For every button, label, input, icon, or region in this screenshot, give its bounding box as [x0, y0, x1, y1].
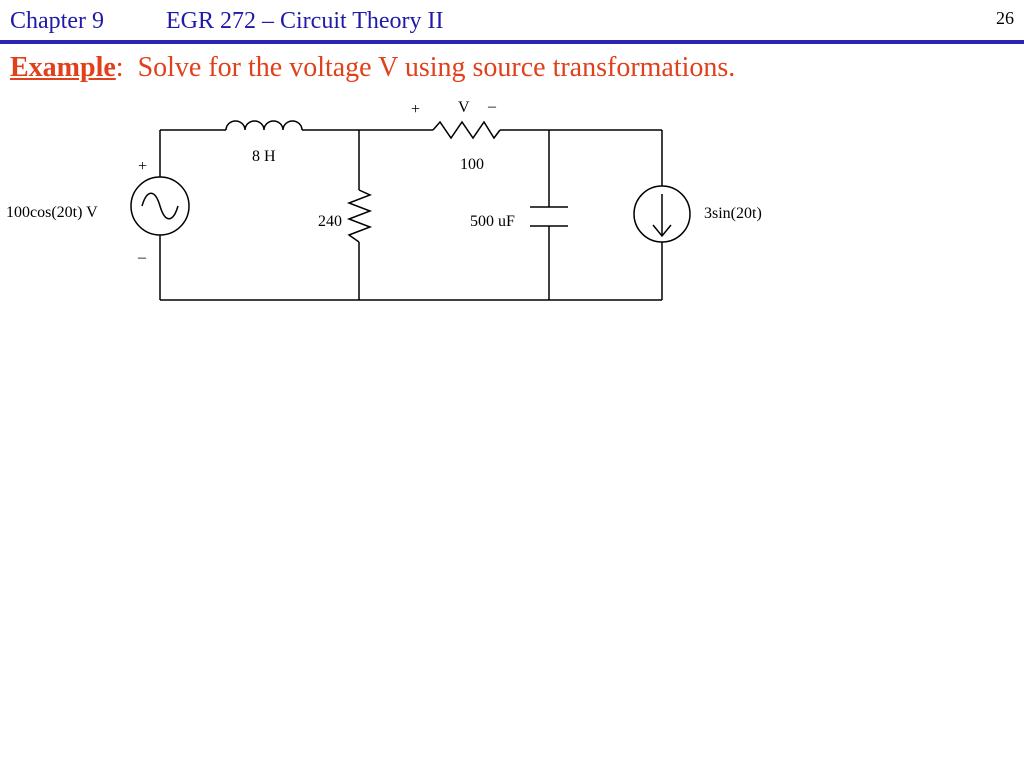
voltage-source-plus: +	[138, 158, 147, 175]
resistor-shunt-label: 240	[318, 213, 342, 230]
header-course-title: EGR 272 – Circuit Theory II	[166, 8, 444, 34]
header-rule	[0, 40, 1024, 44]
arrow-head	[652, 224, 672, 238]
example-statement: Example: Solve for the voltage V using s…	[10, 52, 735, 84]
resistor-series-symbol	[432, 120, 501, 140]
voltage-source-label: 100cos(20t) V	[6, 204, 98, 221]
header-chapter: Chapter 9	[10, 8, 104, 34]
sine-wave-icon	[141, 192, 179, 220]
voltage-v-label: V	[458, 99, 470, 116]
current-source-label: 3sin(20t)	[704, 205, 762, 222]
resistor-shunt-symbol	[346, 189, 373, 243]
page-number: 26	[996, 8, 1014, 28]
voltage-source-symbol	[130, 176, 190, 236]
voltage-v-minus: –	[487, 98, 497, 115]
capacitor-label: 500 uF	[470, 213, 515, 230]
example-text: Solve for the voltage V using source tra…	[137, 52, 736, 83]
resistor-series-label: 100	[460, 156, 484, 173]
inductor-symbol	[225, 120, 303, 131]
example-label: Example	[10, 52, 116, 83]
voltage-source-minus: –	[137, 249, 147, 266]
example-separator: :	[115, 52, 124, 83]
voltage-v-plus: +	[411, 101, 420, 118]
inductor-label: 8 H	[252, 148, 276, 165]
